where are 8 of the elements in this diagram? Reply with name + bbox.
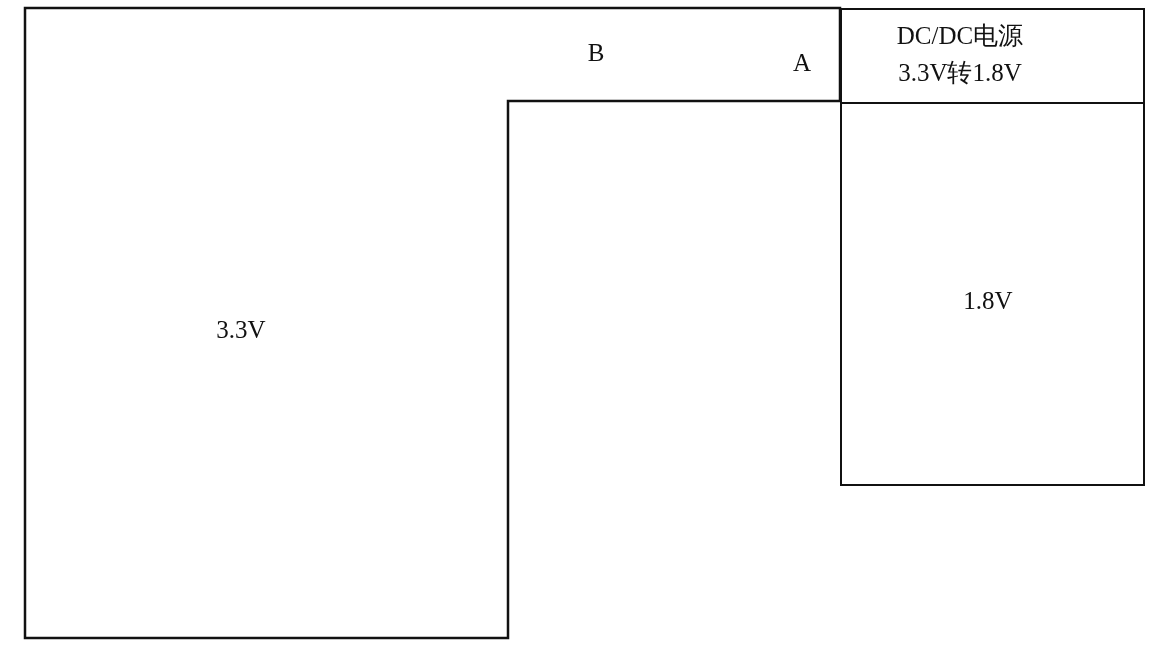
voltage-region bbox=[840, 102, 1145, 486]
node-label: 3.3V bbox=[216, 316, 266, 344]
point-label: B bbox=[587, 39, 605, 65]
node-label: 3.3V转1.8V bbox=[898, 59, 1022, 87]
point-label: A bbox=[792, 49, 812, 75]
node-label: 1.8V bbox=[963, 287, 1013, 315]
converter-box bbox=[840, 8, 1145, 104]
node-label: DC/DC电源 bbox=[896, 22, 1024, 50]
